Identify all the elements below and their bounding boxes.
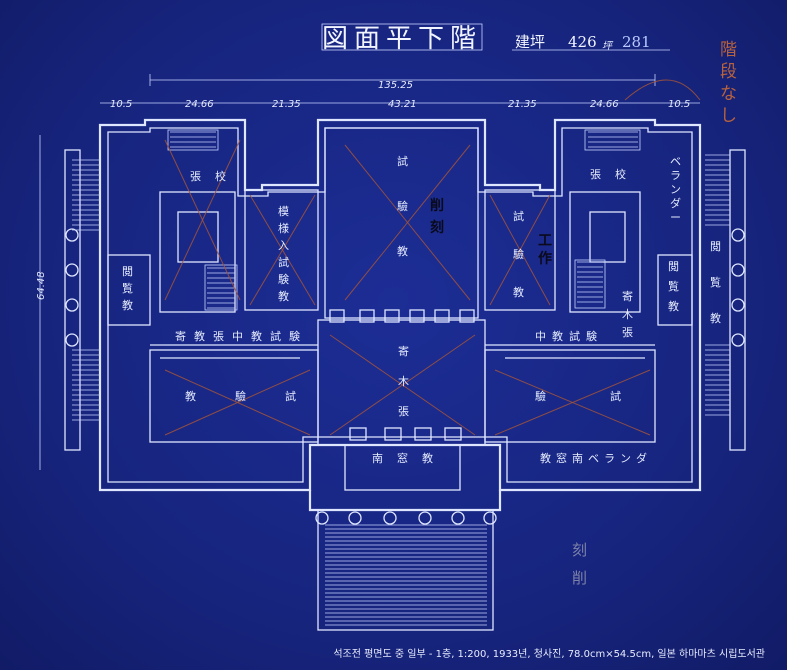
red-pencil-note: 段	[720, 62, 737, 82]
south-veranda-label: 教窓南ベランダ	[540, 451, 652, 465]
room-label: 入	[278, 239, 289, 252]
segment-dimension: 21.35	[508, 99, 537, 110]
room-label: 教	[710, 312, 721, 325]
room-label: 試	[397, 154, 408, 168]
room-label: 教	[122, 299, 133, 312]
room-label: 教	[278, 290, 289, 303]
title-char: 面	[354, 24, 380, 54]
ink-annotation: 工	[538, 233, 552, 249]
red-pencil-note: な	[720, 84, 737, 104]
segment-dimension: 43.21	[388, 99, 417, 110]
area-fraction: 281	[622, 33, 651, 51]
room-label: 試	[285, 389, 296, 403]
segment-dimension: 10.5	[668, 99, 690, 110]
dimension-lines: 135.25 10.5 24.66 21.35 43.21 21.35 24.6…	[36, 74, 700, 470]
room-label: 閲	[710, 240, 721, 253]
title-char: 平	[386, 24, 412, 54]
red-pencil-note: し	[720, 106, 737, 126]
room-label: 張	[190, 170, 201, 183]
ink-annotation: 作	[538, 250, 552, 267]
title-char: 図	[322, 24, 348, 54]
area-unit: 坪	[602, 40, 614, 52]
room-label: 閲	[668, 260, 679, 273]
corridor-label-right: 中教試験	[535, 329, 603, 343]
room-label: 教	[668, 300, 679, 313]
area-label: 建坪	[515, 33, 545, 51]
drawing-title: 図 面 平 下 階 建坪 426 坪 281	[321, 23, 670, 54]
depth-dimension: 64.48	[36, 271, 47, 300]
overall-dimension: 135.25	[378, 80, 413, 91]
room-label: 校	[215, 169, 226, 183]
room-label: ン	[670, 183, 681, 196]
room-label: 驗	[535, 389, 546, 403]
room-label: 驗	[397, 199, 408, 213]
room-label: ラ	[670, 169, 681, 182]
room-label: 様	[278, 221, 289, 235]
segment-dimension: 10.5	[110, 99, 132, 110]
room-label: 張	[398, 405, 409, 418]
room-label: 覧	[122, 281, 133, 295]
pencil-note: 削	[572, 569, 587, 587]
red-pencil-note: 階	[720, 40, 737, 60]
segment-dimension: 21.35	[272, 99, 301, 110]
room-label: 驗	[235, 389, 246, 403]
room-label: 張	[590, 168, 601, 181]
room-label: 驗	[513, 247, 524, 261]
room-label: 験	[278, 272, 289, 286]
area-value: 426	[568, 33, 597, 51]
red-pencil-crosses	[164, 79, 701, 436]
segment-dimension: 24.66	[590, 99, 619, 110]
building-walls	[64, 118, 746, 631]
room-label: 木	[622, 308, 633, 321]
room-labels: 試驗教模様入試験教試驗教寄木張寄木張閲覧教閲覧教閲覧教ベランダー張校張校教驗試驗…	[122, 40, 737, 587]
room-label: 覧	[710, 275, 721, 289]
room-label: 寄	[398, 344, 409, 358]
room-label: 試	[513, 209, 524, 223]
room-label: 閲	[122, 265, 133, 278]
room-label: 木	[398, 375, 409, 388]
south-hall-label: 南窓教	[372, 451, 447, 465]
pencil-note: 刻	[572, 541, 587, 559]
title-char: 下	[418, 24, 444, 54]
room-label: 教	[397, 245, 408, 258]
room-label: 試	[278, 255, 289, 269]
room-label: 張	[622, 326, 633, 339]
room-label: 試	[610, 389, 621, 403]
room-label: ー	[670, 211, 681, 224]
ink-annotation: 刻	[430, 219, 444, 236]
room-label: 模	[278, 205, 289, 218]
segment-dimension: 24.66	[185, 99, 214, 110]
room-label: 教	[185, 390, 196, 403]
room-label: 校	[615, 167, 626, 181]
corridor-label-left: 寄教張中教試験	[175, 329, 308, 343]
ink-annotation: 削	[430, 197, 444, 214]
stair-treads	[72, 131, 730, 626]
room-label: ベ	[670, 155, 681, 168]
room-label: ダ	[670, 196, 681, 210]
image-caption: 석조전 평면도 중 일부 - 1층, 1:200, 1933년, 청사진, 78…	[333, 649, 765, 660]
room-label: 教	[513, 286, 524, 299]
title-char: 階	[450, 24, 476, 54]
room-label: 寄	[622, 289, 633, 303]
room-label: 覧	[668, 279, 679, 293]
